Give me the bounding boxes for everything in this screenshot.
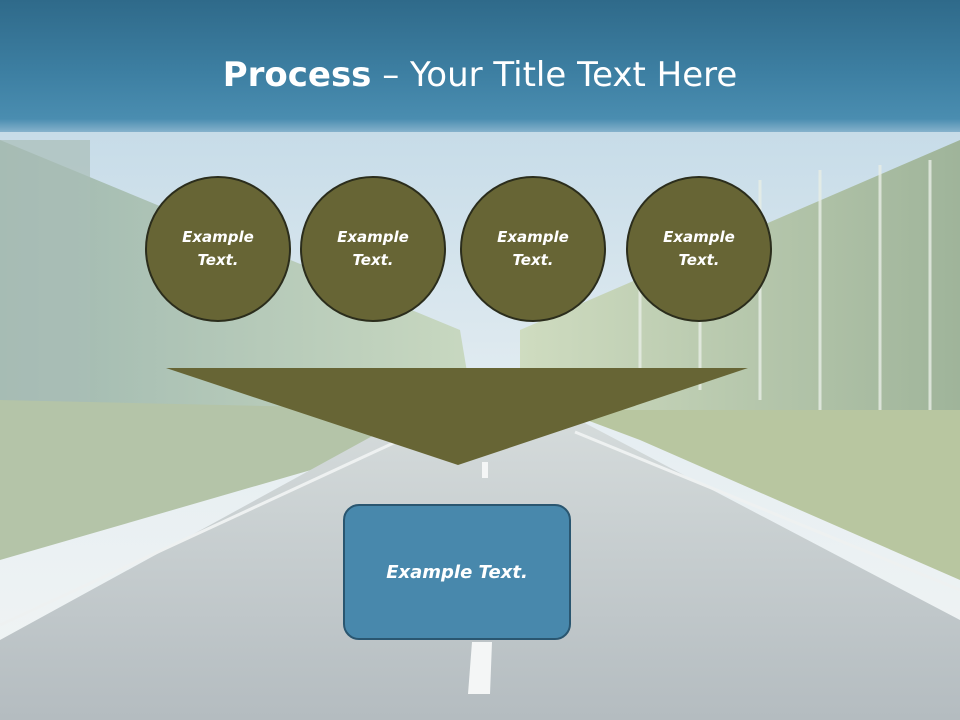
step-circle-label: Example Text. xyxy=(497,228,569,269)
title-rest: – Your Title Text Here xyxy=(371,55,738,95)
title-bold: Process xyxy=(222,55,372,95)
step-circle-2[interactable]: Example Text. xyxy=(300,176,446,322)
result-label: Example Text. xyxy=(386,561,528,583)
step-circle-3[interactable]: Example Text. xyxy=(460,176,606,322)
slide-title: Process – Your Title Text Here xyxy=(0,52,960,98)
step-circle-4[interactable]: Example Text. xyxy=(626,176,772,322)
step-circle-label: Example Text. xyxy=(663,228,735,269)
title-bar xyxy=(0,0,960,132)
step-circle-1[interactable]: Example Text. xyxy=(145,176,291,322)
result-box[interactable]: Example Text. xyxy=(343,504,571,640)
step-circle-label: Example Text. xyxy=(337,228,409,269)
step-circle-label: Example Text. xyxy=(182,228,254,269)
